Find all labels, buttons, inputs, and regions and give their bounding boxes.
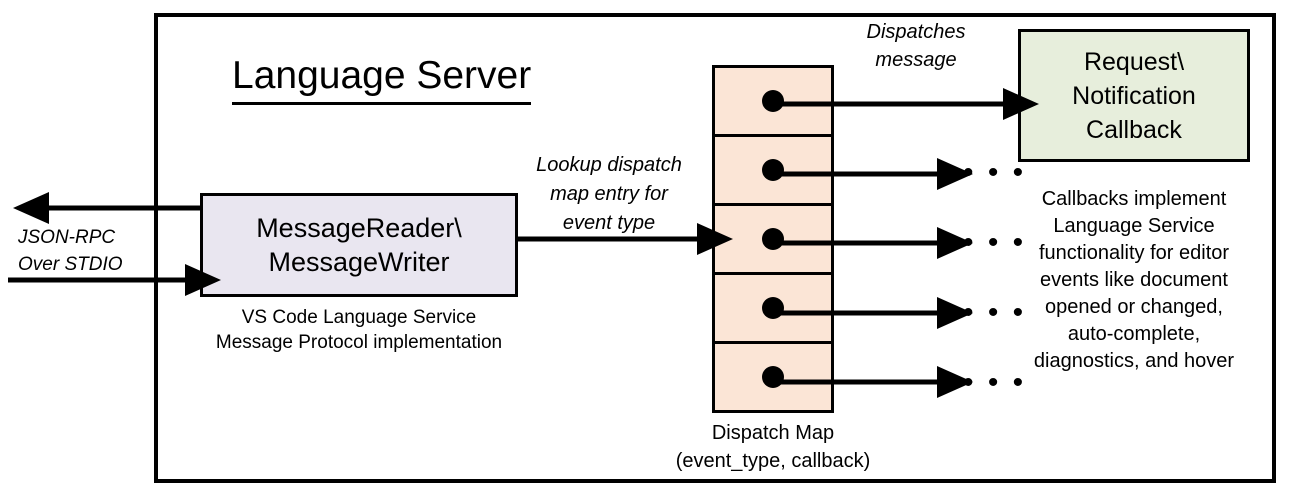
table-row[interactable] bbox=[715, 275, 831, 344]
callback-dot-icon bbox=[762, 297, 784, 319]
callback-dot-icon bbox=[762, 228, 784, 250]
table-row[interactable] bbox=[715, 344, 831, 410]
ellipsis-row-5: • • • bbox=[963, 366, 1027, 399]
ellipsis-row-2: • • • bbox=[963, 156, 1027, 189]
message-reader-writer-box[interactable]: MessageReader\ MessageWriter bbox=[200, 193, 518, 297]
table-row[interactable] bbox=[715, 68, 831, 137]
callback-description: Callbacks implement Language Service fun… bbox=[1033, 188, 1235, 372]
page-title: Language Server bbox=[232, 53, 532, 105]
ellipsis-row-3: • • • bbox=[963, 226, 1027, 259]
lookup-dispatch-edge-label: Lookup dispatch map entry for event type bbox=[536, 154, 682, 234]
language-server-container bbox=[154, 13, 1276, 483]
dispatch-map-table[interactable] bbox=[712, 65, 834, 413]
message-reader-caption: VS Code Language Service Message Protoco… bbox=[215, 307, 503, 353]
dispatch-map-caption: Dispatch Map (event_type, callback) bbox=[675, 422, 871, 472]
table-row[interactable] bbox=[715, 137, 831, 206]
table-row[interactable] bbox=[715, 206, 831, 275]
request-notification-callback-box[interactable]: Request\ Notification Callback bbox=[1018, 29, 1250, 162]
callback-dot-icon bbox=[762, 159, 784, 181]
ellipsis-row-4: • • • bbox=[963, 296, 1027, 329]
callback-dot-icon bbox=[762, 90, 784, 112]
json-rpc-edge-label: JSON-RPC Over STDIO bbox=[18, 227, 123, 275]
callback-dot-icon bbox=[762, 366, 784, 388]
dispatches-message-edge-label: Dispatches message bbox=[866, 21, 966, 71]
